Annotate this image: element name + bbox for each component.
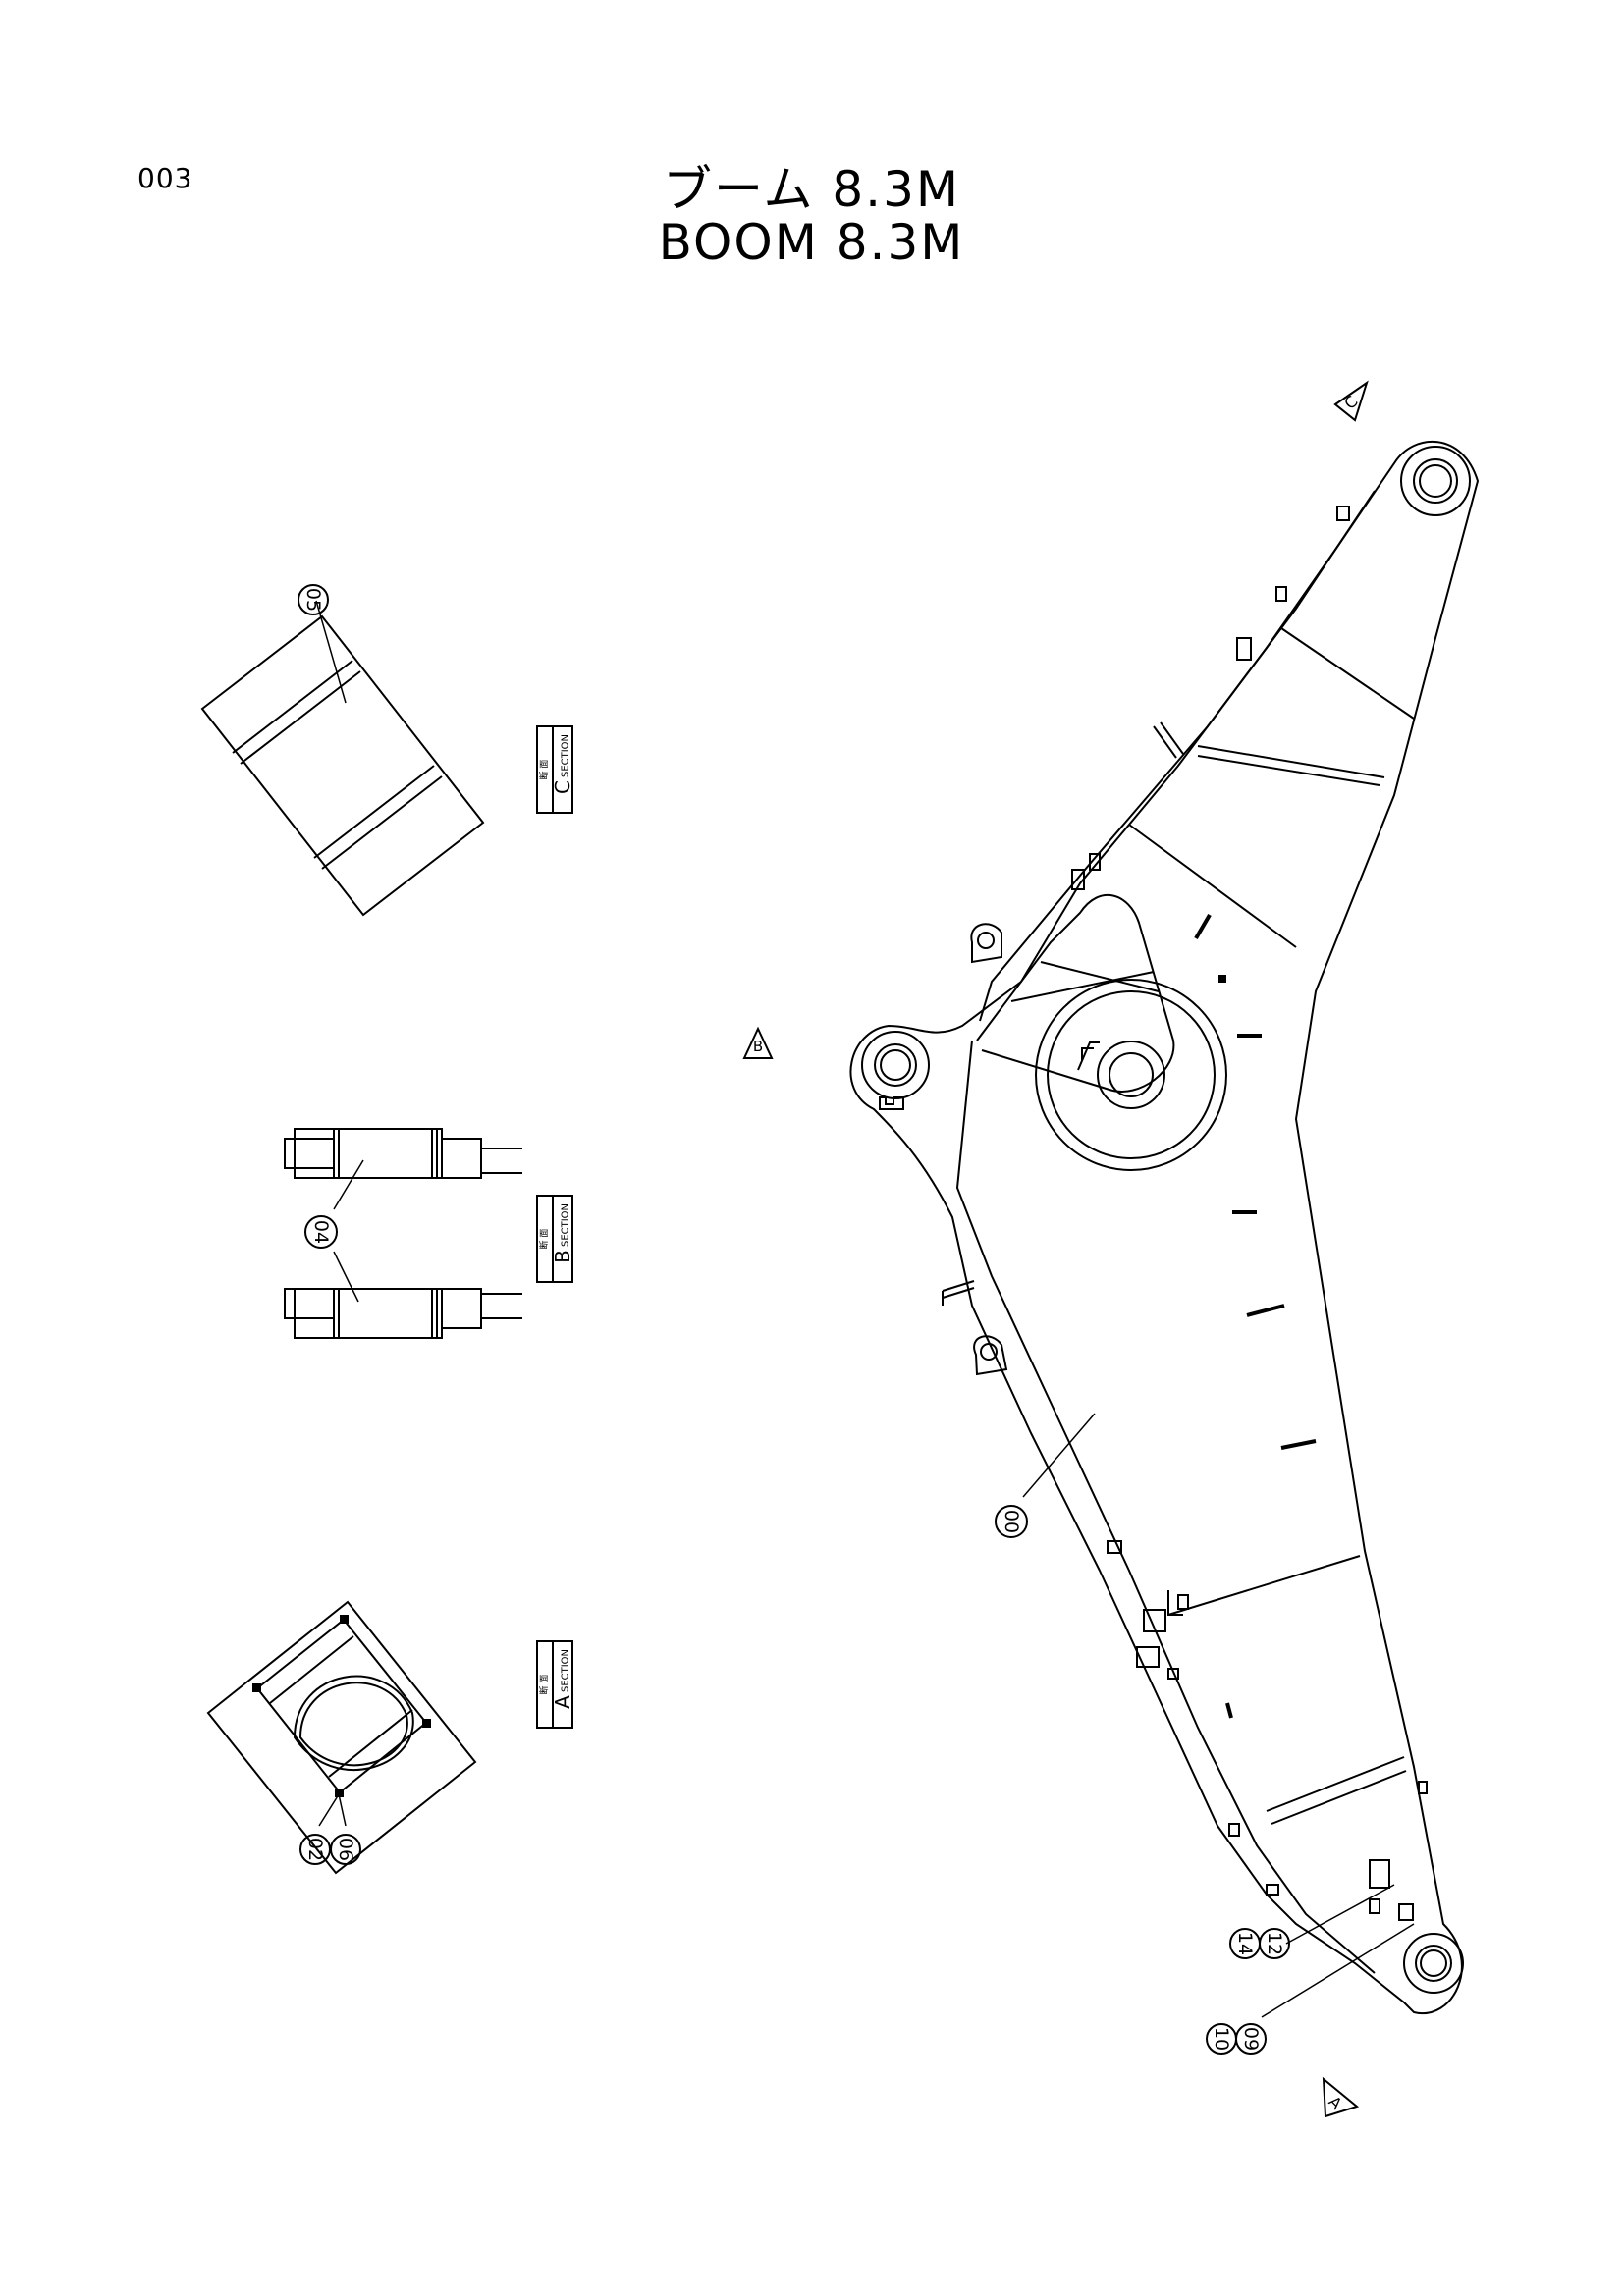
title-japanese: ブーム 8.3M bbox=[662, 161, 961, 218]
section-tag-c-word: SECTION bbox=[561, 734, 571, 777]
callout-05-label: 05 bbox=[302, 588, 324, 612]
callout-12 bbox=[1259, 1928, 1290, 1959]
section-c-view: 05 bbox=[200, 584, 485, 917]
section-tag-b-kanji: 断 面 bbox=[538, 1229, 550, 1250]
callout-04 bbox=[304, 1215, 338, 1249]
section-tag-b-word: SECTION bbox=[561, 1203, 571, 1247]
callout-05 bbox=[298, 584, 329, 615]
section-tag-a: 断 面 SECTION A bbox=[536, 1640, 574, 1729]
callout-10-label: 10 bbox=[1211, 2027, 1232, 2051]
callout-06 bbox=[330, 1834, 361, 1865]
page-number: 003 bbox=[137, 162, 193, 194]
callout-02-label: 02 bbox=[304, 1838, 326, 1861]
callout-00-label: 00 bbox=[1001, 1510, 1022, 1533]
section-a-view: 02 06 bbox=[206, 1600, 477, 1875]
section-tag-a-word: SECTION bbox=[561, 1649, 571, 1692]
callout-09-label: 09 bbox=[1240, 2027, 1262, 2051]
callout-00 bbox=[995, 1505, 1028, 1538]
title-english: BOOM 8.3M bbox=[658, 214, 965, 271]
callout-06-label: 06 bbox=[335, 1838, 356, 1861]
callout-14-label: 14 bbox=[1234, 1932, 1256, 1955]
callout-04-label: 04 bbox=[310, 1220, 332, 1244]
section-tag-a-letter: A bbox=[551, 1695, 574, 1709]
view-marker-a: A bbox=[1322, 2076, 1360, 2118]
section-tag-b-letter: B bbox=[551, 1250, 574, 1263]
section-tag-c-letter: C bbox=[551, 780, 574, 794]
view-marker-c: C bbox=[1333, 380, 1369, 422]
section-tag-c: 断 面 SECTION C bbox=[536, 725, 574, 814]
view-marker-b-letter: B bbox=[753, 1038, 763, 1055]
boom-main-body: 00 14 12 10 09 bbox=[849, 440, 1480, 2055]
section-tag-c-kanji: 断 面 bbox=[538, 760, 550, 780]
section-tag-b: 断 面 SECTION B bbox=[536, 1195, 574, 1283]
section-b-view: 04 bbox=[284, 1128, 522, 1339]
section-tag-a-kanji: 断 面 bbox=[538, 1675, 550, 1695]
callout-12-label: 12 bbox=[1264, 1932, 1285, 1955]
view-marker-b: B bbox=[742, 1026, 774, 1059]
callout-09 bbox=[1235, 2023, 1267, 2055]
